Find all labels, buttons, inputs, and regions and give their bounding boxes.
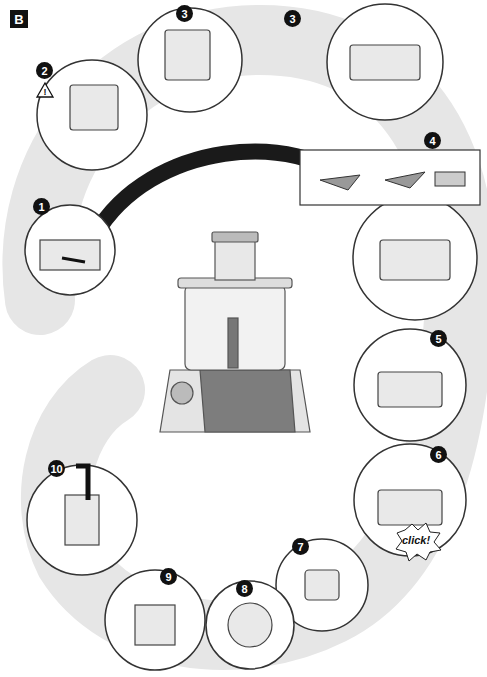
bowl-blade	[380, 240, 450, 280]
push-arrow	[76, 466, 88, 500]
callout-number: 6	[430, 446, 447, 463]
step-circle	[354, 329, 466, 441]
bowl-turning	[165, 30, 210, 80]
callout-number: 4	[424, 132, 441, 149]
callout-number: 1	[33, 198, 50, 215]
tools-panel	[300, 150, 480, 205]
base-panel	[200, 370, 295, 432]
base-slot	[40, 240, 100, 270]
pusher-insert	[65, 495, 99, 545]
feed-tube	[215, 240, 255, 280]
callout-number: 7	[292, 538, 309, 555]
lid-locking	[378, 490, 442, 525]
section-letter: B	[10, 10, 28, 28]
step-circle	[138, 8, 242, 112]
feed-tube-fill	[135, 605, 175, 645]
warning-triangle	[37, 83, 53, 97]
callout-number: 5	[430, 330, 447, 347]
step-circle	[27, 465, 137, 575]
bowl-placing	[70, 85, 118, 130]
step-circle	[354, 444, 466, 556]
pusher	[212, 232, 258, 242]
callout-number: 2	[36, 62, 53, 79]
bowl-handle	[228, 318, 238, 368]
wall-socket	[305, 570, 339, 600]
callout-number: 3	[284, 10, 301, 27]
food-processor	[160, 232, 310, 432]
callout-number: 8	[236, 580, 253, 597]
step-circle	[206, 581, 294, 669]
speed-dial	[171, 382, 193, 404]
step-circle	[25, 205, 115, 295]
lid-placing	[378, 372, 442, 407]
sound-label: click!	[402, 534, 430, 546]
step-circle	[327, 4, 443, 120]
disc-icon	[435, 172, 465, 186]
bowl-top-view	[350, 45, 420, 80]
bowl	[185, 285, 285, 370]
warning-mark: !	[38, 83, 52, 98]
slot-arrow	[62, 258, 85, 262]
click-burst	[396, 523, 441, 561]
callout-number: 10	[48, 460, 65, 477]
callout-number: 9	[160, 568, 177, 585]
motor-base	[160, 370, 310, 432]
step-circle	[353, 196, 477, 320]
dial-knob	[228, 603, 272, 647]
step-circle	[105, 570, 205, 670]
callout-number: 3	[176, 5, 193, 22]
step-circle	[37, 60, 147, 170]
blade-icons	[320, 172, 425, 190]
